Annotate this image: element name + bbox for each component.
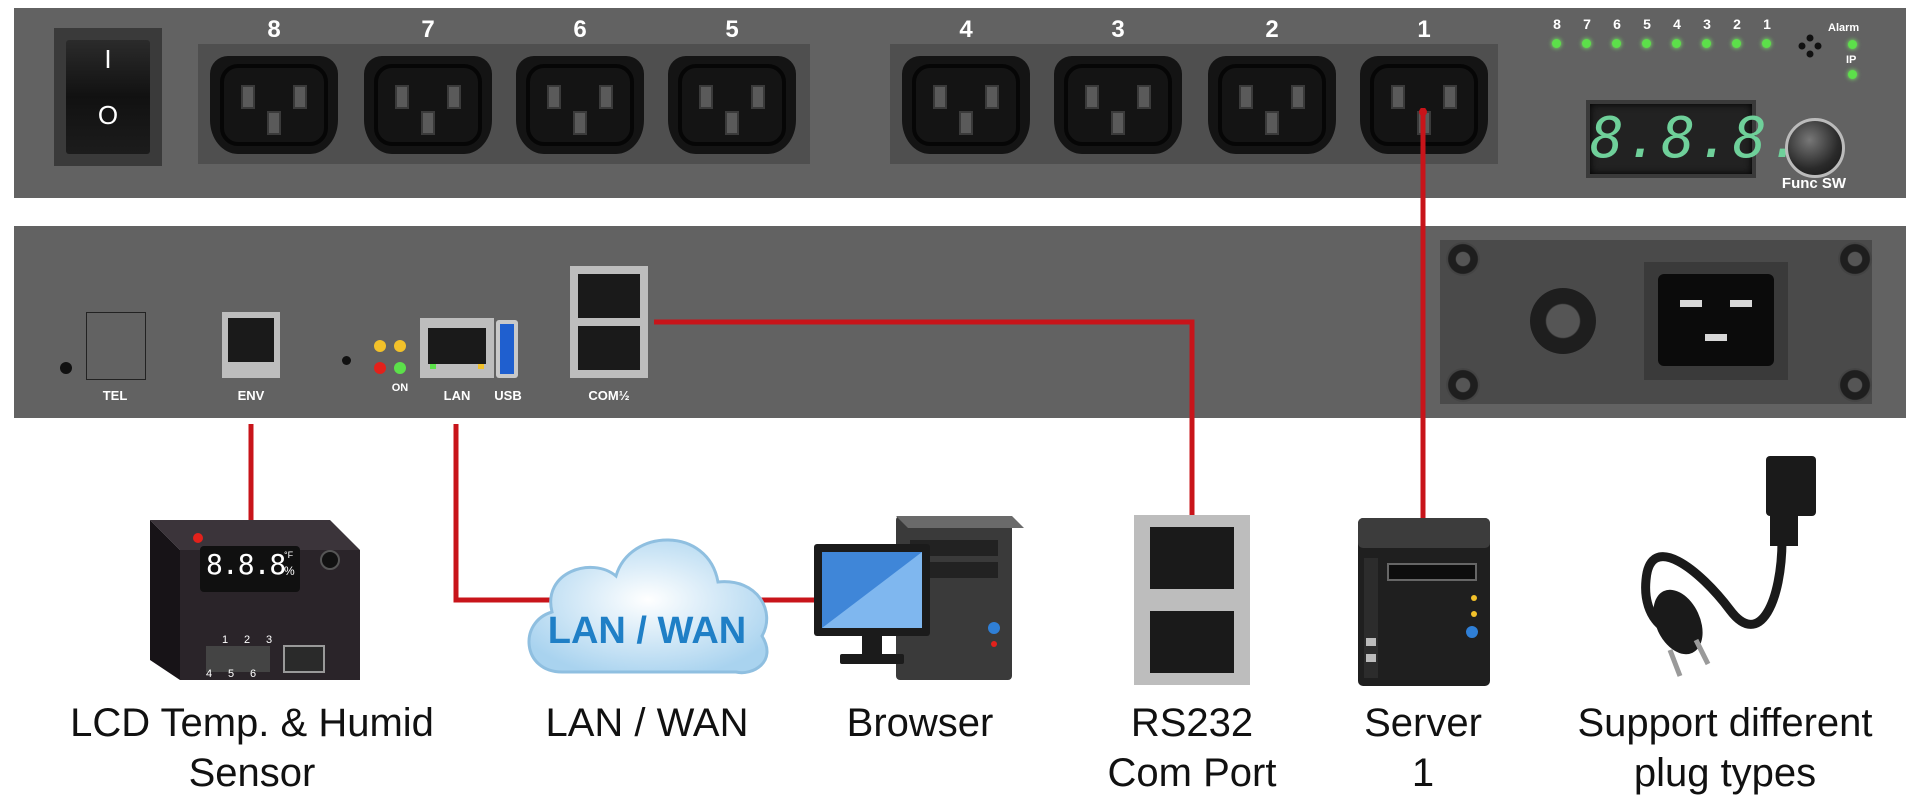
server-icon: [1358, 518, 1490, 686]
power-switch[interactable]: I O: [54, 28, 162, 166]
on-label: ON: [391, 382, 409, 394]
sensor-number-1: 1: [222, 634, 229, 646]
outlet-led-4: [1672, 39, 1681, 48]
buzzer-icon: [1798, 34, 1822, 58]
caption-browser-line1: Browser: [846, 701, 994, 745]
led-number-7: 7: [1583, 16, 1591, 32]
sensor-number-5: 5: [228, 668, 235, 680]
sensor-display-digits: 8.8.8: [206, 548, 286, 581]
outlet-number-4: 4: [959, 16, 973, 43]
cloud-icon: [527, 538, 769, 675]
power-inlet[interactable]: [1644, 262, 1788, 380]
caption-server-line2: 1: [1411, 751, 1435, 795]
caption-sensor: LCD Temp. & Humid Sensor: [44, 698, 460, 798]
outlet-number-8: 8: [267, 16, 281, 43]
reset-pinhole[interactable]: [342, 356, 351, 365]
tel-port[interactable]: [86, 312, 146, 380]
sensor-number-6: 6: [250, 668, 257, 680]
outlet-led-6: [1612, 39, 1621, 48]
outlet-number-6: 6: [573, 16, 587, 43]
caption-sensor-line1: LCD Temp. & Humid: [70, 701, 434, 745]
caption-server-line1: Server: [1364, 701, 1482, 745]
caption-rs232: RS232 Com Port: [1090, 698, 1294, 798]
usb-port[interactable]: [496, 320, 518, 378]
alarm-label: Alarm: [1828, 22, 1860, 34]
outlet-number-3: 3: [1111, 16, 1125, 43]
caption-rs232-line2: Com Port: [1107, 751, 1277, 795]
status-led-green: [394, 362, 406, 374]
circuit-breaker-button[interactable]: [1530, 288, 1596, 354]
usb-label: USB: [494, 388, 522, 403]
led-number-3: 3: [1703, 16, 1711, 32]
com-port[interactable]: [570, 266, 648, 378]
status-led-red: [374, 362, 386, 374]
seven-segment-display: 8.8.8.: [1586, 100, 1802, 178]
ip-led: [1848, 70, 1857, 79]
lan-port[interactable]: [420, 318, 494, 378]
outlet-led-1: [1762, 39, 1771, 48]
screw-icon-bottom-right: [1838, 368, 1872, 402]
status-led-yellow-2: [394, 340, 406, 352]
caption-plug-line1: Support different: [1577, 701, 1873, 745]
tel-label: TEL: [102, 388, 128, 403]
caption-browser: Browser: [820, 698, 1020, 748]
status-led-yellow-1: [374, 340, 386, 352]
power-switch-on-symbol: I: [104, 44, 112, 74]
caption-lan-wan-line1: LAN / WAN: [545, 701, 749, 745]
led-number-4: 4: [1673, 16, 1681, 32]
caption-plug: Support different plug types: [1546, 698, 1904, 798]
sensor-display-unit-top: °F: [284, 550, 294, 560]
caption-plug-line2: plug types: [1633, 751, 1817, 795]
alarm-led: [1848, 40, 1857, 49]
led-number-6: 6: [1613, 16, 1621, 32]
env-label: ENV: [237, 388, 265, 403]
sensor-number-2: 2: [244, 634, 251, 646]
led-number-2: 2: [1733, 16, 1741, 32]
caption-lan-wan: LAN / WAN: [520, 698, 774, 748]
computer-icon: [814, 516, 1024, 680]
led-number-1: 1: [1763, 16, 1771, 32]
sensor-display-unit-bottom: %: [284, 564, 295, 578]
led-number-8: 8: [1553, 16, 1561, 32]
ip-label: IP: [1846, 54, 1857, 66]
caption-rs232-line1: RS232: [1130, 701, 1254, 745]
func-switch-label: Func SW: [1781, 175, 1847, 192]
sensor-number-3: 3: [266, 634, 273, 646]
outlet-number-5: 5: [725, 16, 739, 43]
power-plug-icon: [1641, 456, 1816, 677]
outlet-led-8: [1552, 39, 1561, 48]
outlet-led-2: [1732, 39, 1741, 48]
outlet-led-3: [1702, 39, 1711, 48]
screw-icon-bottom-left: [1446, 368, 1480, 402]
screw-icon-top-left: [1446, 242, 1480, 276]
outlet-number-1: 1: [1417, 16, 1431, 43]
tel-indicator-dot: [60, 362, 72, 374]
com-label: COM½: [588, 388, 630, 403]
cable-com-to-rs232: [654, 319, 1195, 520]
outlet-number-2: 2: [1265, 16, 1279, 43]
outlet-led-7: [1582, 39, 1591, 48]
sensor-number-4: 4: [206, 668, 213, 680]
caption-sensor-line2: Sensor: [188, 751, 316, 795]
temp-humidity-sensor-icon: [150, 520, 360, 680]
lan-label: LAN: [443, 388, 471, 403]
cloud-label: LAN / WAN: [547, 610, 747, 652]
outlet-number-7: 7: [421, 16, 435, 43]
screw-icon-top-right: [1838, 242, 1872, 276]
rs232-port: [1134, 515, 1250, 685]
caption-server: Server 1: [1330, 698, 1516, 798]
outlet-led-5: [1642, 39, 1651, 48]
led-number-5: 5: [1643, 16, 1651, 32]
env-port[interactable]: [222, 312, 280, 378]
func-switch-button[interactable]: [1785, 118, 1845, 178]
power-switch-off-symbol: O: [97, 100, 119, 130]
